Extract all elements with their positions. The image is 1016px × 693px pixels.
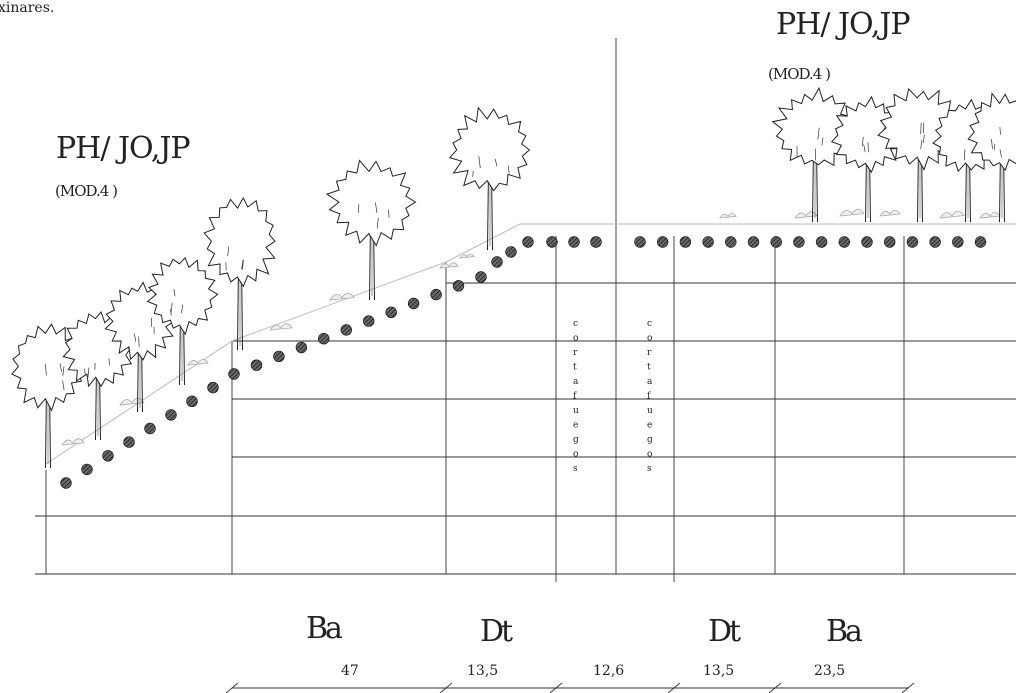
hatched-dot-icon [747, 236, 760, 248]
hatched-dot-icon [952, 236, 964, 248]
hatched-dot-icon [906, 236, 919, 248]
hatched-dot-icon [929, 236, 941, 248]
hatched-dot-icon [385, 306, 397, 318]
dimension-line [225, 682, 915, 693]
shrub-icon [979, 211, 1001, 219]
hatched-dot-icon [60, 477, 72, 489]
hatched-dot-row [60, 236, 987, 489]
hatched-dot-icon [974, 236, 987, 248]
broadleaf-tree-icon [771, 86, 857, 223]
shrub-icon [61, 438, 85, 446]
ground-surface-line [45, 223, 1016, 465]
hatched-dot-icon [793, 236, 805, 248]
dimension-tick-3 [549, 682, 563, 693]
dimension-value-3: 12,6 [593, 663, 624, 679]
broadleaf-tree-icon [325, 159, 417, 301]
hatched-dot-icon [407, 297, 420, 310]
hatched-dot-icon [505, 246, 517, 258]
hatched-dot-icon [838, 236, 850, 248]
dimension-tick-6 [901, 682, 915, 693]
hatched-dot-icon [679, 236, 692, 248]
stand-left-model: (MOD.4 ) [55, 182, 117, 200]
shrub-icon [719, 213, 737, 219]
hatched-dot-icon [725, 236, 737, 248]
hatched-dot-icon [491, 256, 503, 268]
shrub-icon [879, 209, 901, 217]
hatched-dot-icon [273, 350, 285, 363]
hatched-dot-icon [568, 236, 580, 248]
hatched-dot-icon [81, 463, 93, 476]
dimension-tick-4 [667, 682, 681, 693]
broadleaf-tree-icon [967, 92, 1016, 223]
dimension-tick-1 [225, 682, 239, 693]
shrub-icon [459, 253, 475, 259]
dimension-value-1: 47 [341, 663, 359, 679]
shrub-icon [839, 208, 865, 217]
hatched-dot-icon [634, 236, 646, 248]
dimension-value-2: 13,5 [467, 663, 498, 679]
shrub-icon [329, 292, 355, 301]
tree-group-right [771, 86, 1016, 223]
hatched-dot-icon [295, 341, 308, 354]
hatched-dot-icon [228, 368, 240, 380]
hatched-dot-icon [186, 395, 198, 407]
stand-right-species: PH/ JO,JP [776, 7, 910, 42]
stand-right-model: (MOD.4 ) [768, 65, 830, 83]
hatched-dot-icon [475, 271, 487, 283]
zone-label-3: Dt [708, 614, 741, 649]
hatched-dot-icon [165, 409, 177, 421]
hatched-dot-icon [318, 333, 330, 345]
hatched-dot-icon [770, 236, 782, 248]
hatched-dot-icon [590, 236, 602, 248]
stand-left-species: PH/ JO,JP [56, 131, 190, 166]
hatched-dot-icon [250, 359, 263, 371]
hatched-dot-icon [883, 236, 896, 248]
hatched-dot-icon [546, 236, 558, 248]
hatched-dot-icon [340, 324, 352, 336]
zone-label-1: Ba [306, 611, 343, 646]
broadleaf-tree-icon [203, 196, 276, 351]
hatched-dot-icon [207, 381, 219, 394]
tree-row-left [11, 106, 531, 469]
shrub-icon [269, 323, 293, 331]
hatched-dot-icon [430, 288, 442, 301]
hatched-dot-icon [815, 236, 828, 248]
hatched-dot-icon [102, 450, 114, 462]
dimension-tick-2 [439, 682, 453, 693]
hatched-dot-icon [861, 236, 873, 248]
shrub-icon [187, 358, 209, 366]
zone-label-2: Dt [480, 614, 513, 649]
broadleaf-tree-icon [146, 256, 219, 386]
broadleaf-tree-icon [448, 106, 531, 251]
shrub-icon [119, 397, 145, 406]
zone-label-4: Ba [826, 614, 863, 649]
hatched-dot-icon [123, 436, 135, 448]
dimension-value-5: 23,5 [814, 663, 845, 679]
hatched-dot-icon [656, 236, 669, 248]
hatched-dot-icon [452, 280, 465, 292]
shrub-icon [439, 262, 459, 269]
dimension-tick-5 [768, 682, 782, 693]
shrub-icon [794, 211, 818, 219]
hatched-dot-icon [144, 422, 156, 435]
dimension-value-4: 13,5 [703, 663, 734, 679]
hatched-dot-icon [702, 236, 714, 248]
grid-lines [35, 38, 1016, 582]
hatched-dot-icon [522, 236, 534, 248]
shrub-icon [939, 210, 965, 219]
top-cut-text: xinares. [0, 0, 54, 16]
hatched-dot-icon [363, 315, 375, 327]
